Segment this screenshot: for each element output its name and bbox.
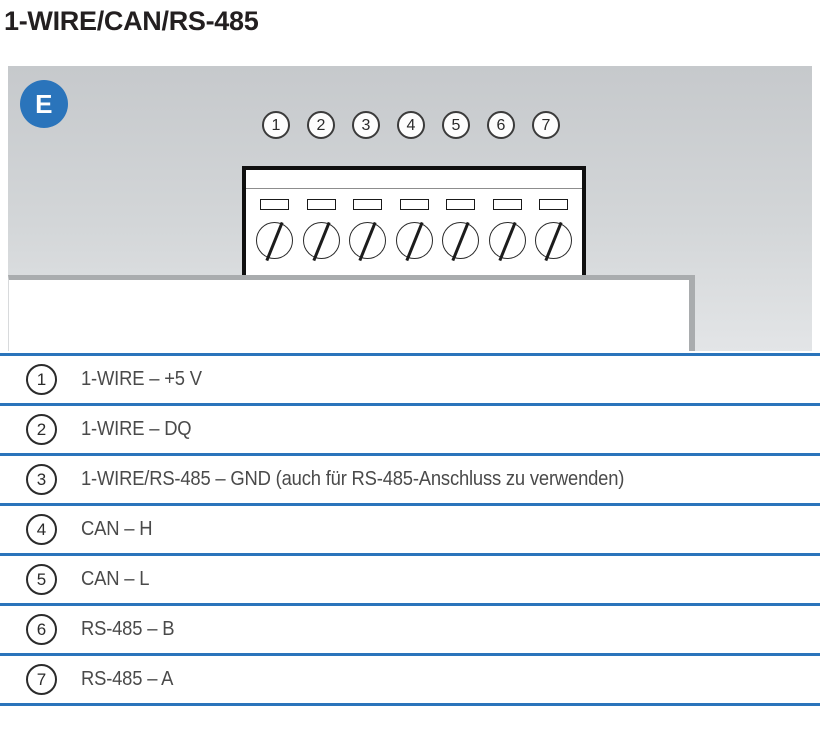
wire-slot-4 — [399, 199, 429, 210]
pin-assignment-table: 1 1-WIRE – +5 V 2 1-WIRE – DQ 3 1-WIRE/R… — [0, 353, 820, 706]
pin-label: 1-WIRE/RS-485 – GND (auch für RS-485-Ans… — [81, 468, 625, 490]
screw-icon-2 — [302, 222, 340, 259]
callout-circle-4: 4 — [397, 111, 425, 139]
pin-label: CAN – L — [81, 568, 150, 590]
terminal-divider — [246, 188, 582, 189]
wire-slot-7 — [539, 199, 568, 210]
pin-number-badge: 6 — [26, 614, 57, 645]
pin-number-badge: 3 — [26, 464, 57, 495]
terminal-block — [242, 166, 586, 278]
wire-slot-row — [260, 199, 568, 210]
pin-number-badge: 5 — [26, 564, 57, 595]
wire-slot-5 — [446, 199, 475, 210]
table-row: 6 RS-485 – B — [0, 603, 820, 653]
section-badge: E — [20, 80, 68, 128]
wire-slot-6 — [492, 199, 522, 210]
connector-illustration: E 1 2 3 4 5 6 7 — [8, 66, 812, 351]
callout-circle-2: 2 — [307, 111, 335, 139]
pin-number-badge: 4 — [26, 514, 57, 545]
pin-number-badge: 2 — [26, 414, 57, 445]
table-row: 7 RS-485 – A — [0, 653, 820, 706]
table-row: 4 CAN – H — [0, 503, 820, 553]
callout-circle-7: 7 — [532, 111, 560, 139]
screw-icon-7 — [535, 222, 572, 259]
page-title: 1-WIRE/CAN/RS-485 — [4, 6, 259, 36]
screw-icon-4 — [395, 222, 433, 259]
callout-number-row: 1 2 3 4 5 6 7 — [262, 111, 560, 139]
screw-icon-1 — [256, 222, 293, 259]
screw-icon-6 — [488, 222, 526, 259]
table-row: 5 CAN – L — [0, 553, 820, 603]
pin-label: CAN – H — [81, 518, 153, 540]
callout-circle-1: 1 — [262, 111, 290, 139]
pin-label: 1-WIRE – +5 V — [81, 368, 202, 390]
pin-label: RS-485 – A — [81, 668, 174, 690]
pin-label: 1-WIRE – DQ — [81, 418, 192, 440]
screw-icon-5 — [442, 222, 479, 259]
table-row: 2 1-WIRE – DQ — [0, 403, 820, 453]
wire-slot-1 — [260, 199, 289, 210]
device-housing — [8, 275, 695, 351]
wire-slot-3 — [353, 199, 382, 210]
wire-slot-2 — [306, 199, 336, 210]
callout-circle-5: 5 — [442, 111, 470, 139]
screw-terminal-row — [256, 222, 572, 259]
callout-circle-6: 6 — [487, 111, 515, 139]
pin-label: RS-485 – B — [81, 618, 175, 640]
callout-circle-3: 3 — [352, 111, 380, 139]
screw-icon-3 — [349, 222, 386, 259]
pin-number-badge: 1 — [26, 364, 57, 395]
table-row: 3 1-WIRE/RS-485 – GND (auch für RS-485-A… — [0, 453, 820, 503]
table-row: 1 1-WIRE – +5 V — [0, 353, 820, 403]
pin-number-badge: 7 — [26, 664, 57, 695]
